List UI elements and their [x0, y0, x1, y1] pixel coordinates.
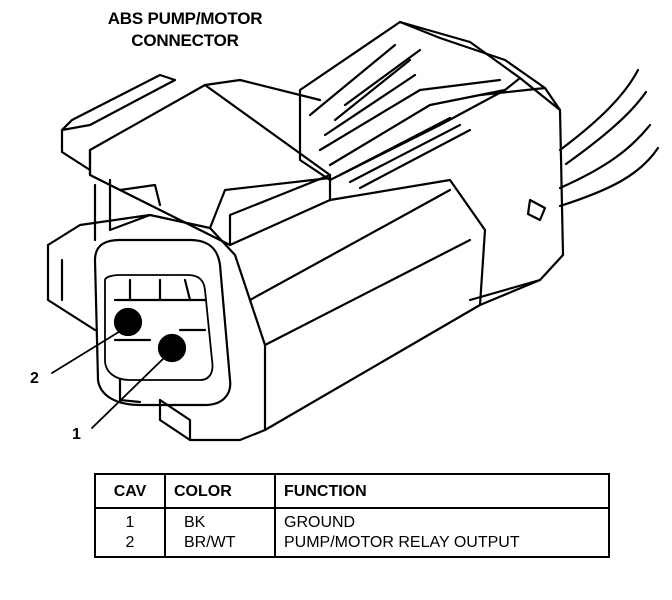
pinout-table: CAV COLOR FUNCTION 1 BK GROUND 2 BR/WT P… — [94, 473, 610, 558]
table-header-row: CAV COLOR FUNCTION — [95, 474, 609, 509]
latch-ribs — [298, 20, 522, 190]
title-line-1: ABS PUMP/MOTOR — [107, 9, 263, 28]
leader-line-1 — [91, 355, 167, 429]
cavity-2-pin — [113, 307, 143, 337]
header-cav: CAV — [95, 474, 166, 509]
rear-housing — [398, 20, 565, 302]
connector-illustration — [46, 20, 660, 442]
diagram-title: ABS PUMP/MOTOR CONNECTOR — [60, 8, 310, 52]
cavity-pins — [113, 307, 187, 363]
header-function: FUNCTION — [275, 474, 609, 509]
title-line-2: CONNECTOR — [131, 31, 239, 50]
lock-tab — [60, 73, 332, 247]
callout-label-2: 2 — [30, 370, 39, 387]
callout-leaders — [51, 329, 167, 429]
cell-function: GROUND — [284, 514, 356, 531]
cell-function: PUMP/MOTOR RELAY OUTPUT — [284, 534, 520, 551]
callout-label-1: 1 — [72, 426, 81, 443]
bottom-tab — [118, 378, 267, 442]
cell-color: BR/WT — [165, 533, 276, 557]
leader-line-2 — [51, 329, 123, 374]
header-color: COLOR — [165, 474, 276, 509]
table-row: 2 BR/WT PUMP/MOTOR RELAY OUTPUT — [95, 533, 609, 557]
cell-cav: 2 — [95, 533, 166, 557]
table-row: 1 BK GROUND — [95, 508, 609, 533]
cavity-1-pin — [157, 333, 187, 363]
front-housing — [46, 176, 542, 432]
cell-color: BK — [165, 508, 276, 533]
wire-harness — [558, 68, 660, 208]
cell-cav: 1 — [95, 508, 166, 533]
